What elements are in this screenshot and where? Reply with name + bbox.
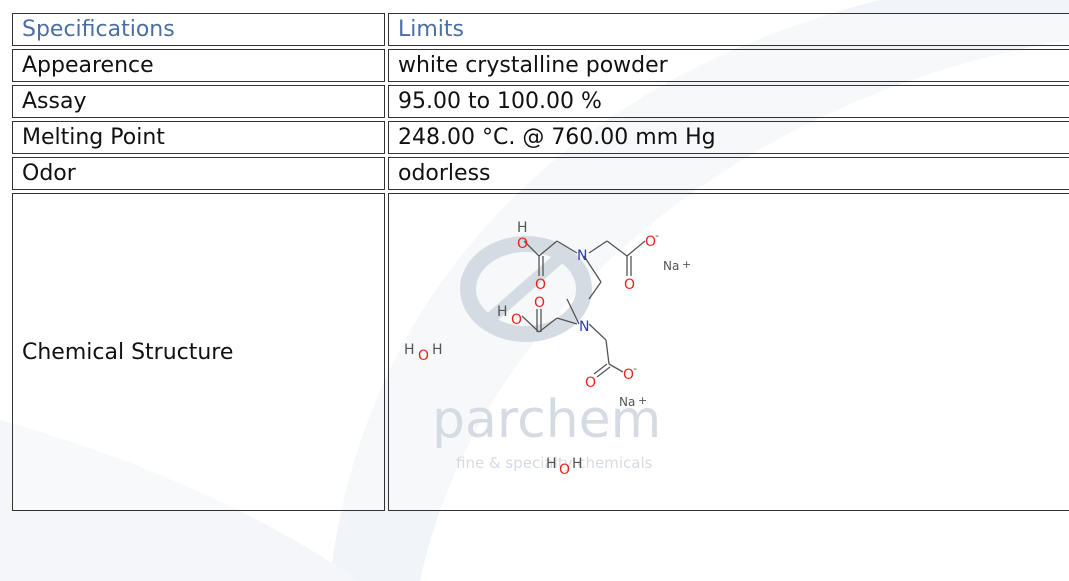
watermark-tagline: fine & specialty chemicals <box>456 454 653 472</box>
water-h: H <box>546 456 557 472</box>
water-o: O <box>559 462 570 478</box>
spec-limit: 248.00 °C. @ 760.00 mm Hg <box>388 121 1069 154</box>
spec-name: Appearence <box>12 49 385 82</box>
bonds <box>521 240 646 378</box>
table-row: Melting Point 248.00 °C. @ 760.00 mm Hg <box>12 121 1069 154</box>
table-row: Appearence white crystalline powder <box>12 49 1069 82</box>
header-limits: Limits <box>388 13 1069 46</box>
water-o: O <box>418 348 429 364</box>
charge-plus: + <box>638 394 647 407</box>
table-row: Odor odorless <box>12 157 1069 190</box>
atom-o-minus: O <box>645 234 656 250</box>
atom-o: O <box>624 277 635 293</box>
spec-name: Odor <box>12 157 385 190</box>
spec-name: Assay <box>12 85 385 118</box>
atom-o: O <box>585 375 596 391</box>
spec-limit: white crystalline powder <box>388 49 1069 82</box>
chemical-structure-diagram: parchem fine & specialty chemicals <box>404 220 691 478</box>
specifications-table: Specifications Limits Appearence white c… <box>9 10 1069 514</box>
atom-o: O <box>534 295 545 311</box>
spec-limit: 95.00 to 100.00 % <box>388 85 1069 118</box>
table-header-row: Specifications Limits <box>12 13 1069 46</box>
atom-n: N <box>577 248 587 264</box>
watermark-brand: parchem <box>432 390 661 450</box>
atom-o: O <box>511 312 522 328</box>
water-h: H <box>572 456 583 472</box>
atom-h: H <box>517 220 528 236</box>
table-row: Assay 95.00 to 100.00 % <box>12 85 1069 118</box>
charge-plus: + <box>682 258 691 271</box>
atom-na: Na <box>619 395 635 409</box>
water-h: H <box>432 342 443 358</box>
charge-minus: - <box>655 229 659 242</box>
water-h: H <box>404 342 415 358</box>
atom-o: O <box>535 277 546 293</box>
parchem-watermark: parchem fine & specialty chemicals <box>432 236 661 472</box>
chemical-structure-cell: parchem fine & specialty chemicals <box>388 193 1069 511</box>
atom-o: O <box>517 236 528 252</box>
spec-name: Chemical Structure <box>12 193 385 511</box>
spec-name: Melting Point <box>12 121 385 154</box>
atom-o-minus: O <box>623 367 634 383</box>
table-row-structure: Chemical Structure parchem fine & specia… <box>12 193 1069 511</box>
spec-limit: odorless <box>388 157 1069 190</box>
charge-minus: - <box>633 362 637 375</box>
header-specifications: Specifications <box>12 13 385 46</box>
atom-n: N <box>579 319 589 335</box>
atom-h: H <box>497 304 508 320</box>
atom-na: Na <box>663 259 679 273</box>
